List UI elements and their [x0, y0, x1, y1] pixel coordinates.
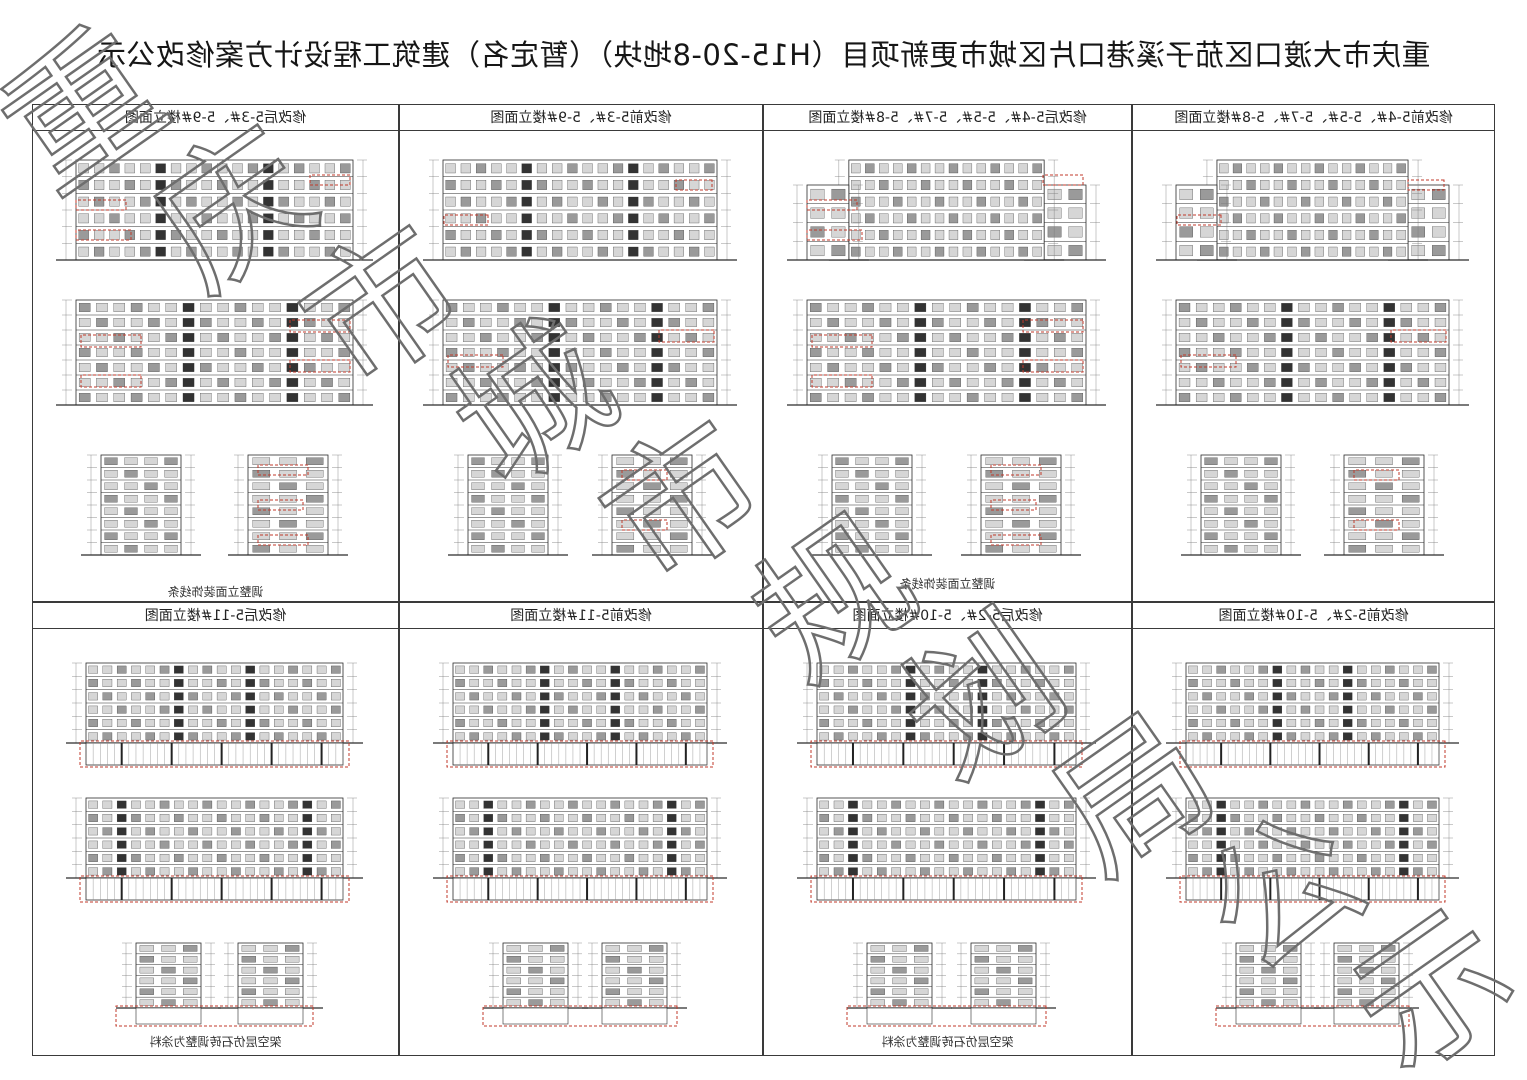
panel-after-5-11: 修改后5-11#楼立面图 架空层仿石砖调整为涂料	[32, 602, 399, 1056]
panel-caption: 架空层仿石砖调整为涂料	[881, 1035, 1014, 1049]
panel-before-5-11: 修改前5-11#楼立面图	[399, 602, 763, 1056]
elevation-drawings	[433, 662, 727, 1027]
panel-before-5-3-5-9: 修改前5-3#、5-9#楼立面图	[399, 104, 763, 602]
panel-caption: 调整立面装饰线条	[899, 577, 996, 591]
panel-caption: 调整立面装饰线条	[167, 585, 264, 599]
panel-after-5-2-5-10: 修改后5-2#、5-10#楼立面图 架空层仿石砖调整为涂料	[763, 602, 1132, 1056]
elevation-drawings	[1166, 662, 1459, 1027]
panel-caption: 架空层仿石砖调整为涂料	[149, 1035, 282, 1049]
elevation-drawings	[56, 159, 373, 556]
elevation-drawings	[1156, 159, 1469, 556]
panel-before-5-4-5-8: 修改前5-4#、5-5#、5-7#、5-8#楼立面图	[1132, 104, 1495, 602]
elevation-drawings	[797, 662, 1096, 1027]
elevation-drawings	[787, 159, 1106, 556]
panel-before-5-2-5-10: 修改前5-2#、5-10#楼立面图	[1132, 602, 1495, 1056]
panel-after-5-4-5-8: 修改后5-4#、5-5#、5-7#、5-8#楼立面图 调整立面装饰线条	[763, 104, 1132, 602]
elevation-drawings	[66, 662, 363, 1027]
panel-after-5-3-5-9: 修改后5-3#、5-9#楼立面图 调整立面装饰线条	[32, 104, 399, 602]
elevation-drawings	[423, 159, 737, 556]
page-title: 重庆市大渡口区茄子溪港口片区城市更新项目（H15-20-8地块）（暂定名）建筑工…	[96, 38, 1431, 72]
